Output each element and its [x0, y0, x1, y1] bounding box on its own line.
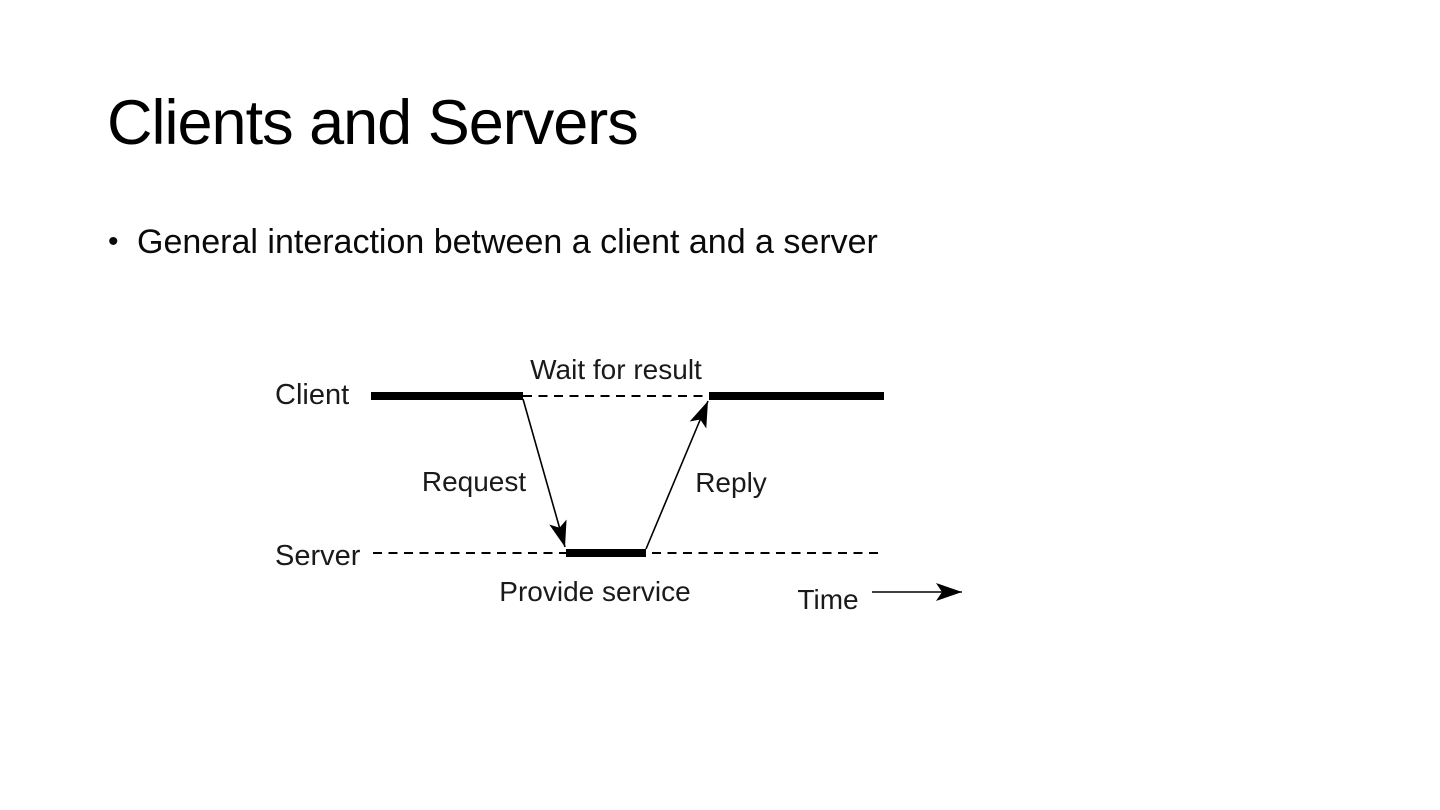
time-label: Time	[797, 584, 858, 615]
client-label: Client	[275, 379, 349, 411]
reply-arrow	[645, 400, 709, 550]
wait-for-result-label: Wait for result	[530, 354, 702, 385]
request-label: Request	[422, 466, 527, 497]
bullet-text: General interaction between a client and…	[137, 223, 878, 261]
bullet-item: • General interaction between a client a…	[108, 225, 878, 259]
provide-service-label: Provide service	[499, 576, 690, 607]
server-label: Server	[275, 540, 361, 572]
slide-title: Clients and Servers	[107, 88, 639, 158]
request-arrow	[522, 398, 567, 548]
reply-label: Reply	[695, 467, 767, 498]
bullet-marker: •	[108, 225, 119, 258]
